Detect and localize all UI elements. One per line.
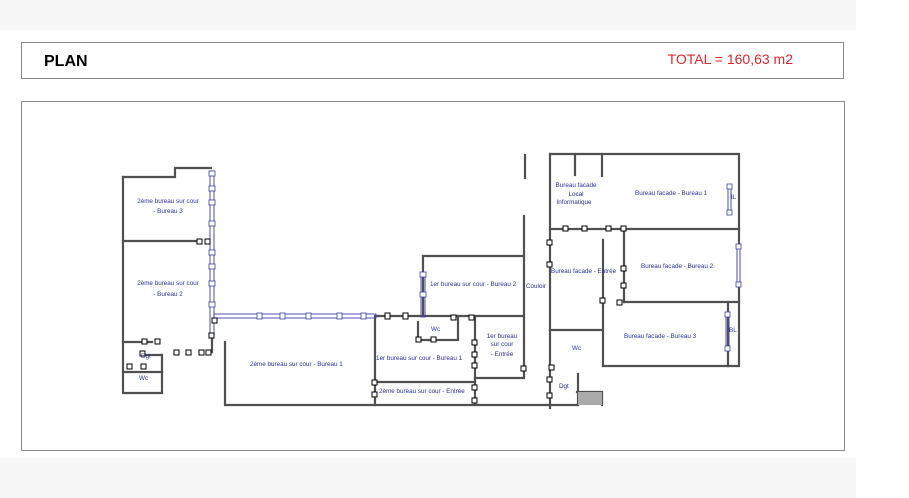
label-dgt-right: Dgt — [559, 383, 569, 390]
bottom-band — [0, 458, 856, 498]
room-labels: 2ème bureau sur cour - Bureau 3 2ème bur… — [137, 182, 737, 395]
label-wc-right: Wc — [572, 345, 581, 352]
label-bureau3-line1: 2ème bureau sur cour — [137, 198, 199, 205]
label-entree-cour1-line3: - Entrée — [491, 351, 514, 358]
label-couloir: Couloir — [526, 283, 546, 290]
label-local-info-line3: Informatique — [556, 199, 591, 206]
label-facade-b2: Bureau facade - Bureau 2 — [641, 263, 714, 270]
label-bureau2-line1: 2ème bureau sur cour — [137, 280, 199, 287]
label-dgt-left: Dgt — [141, 353, 151, 360]
shaft-block — [578, 392, 602, 405]
label-bureau3-line2: - Bureau 3 — [153, 208, 183, 215]
label-facade-b3: Bureau facade - Bureau 3 — [624, 333, 697, 340]
label-entree-cour2: 2ème bureau sur cour - Entrée — [379, 388, 465, 395]
plan-title: PLAN — [44, 53, 88, 70]
label-entree-cour1-line2: sur cour — [491, 341, 514, 348]
total-area: TOTAL = 160,63 m2 — [667, 51, 793, 67]
label-local-info-line2: Local — [568, 191, 583, 198]
top-band — [0, 0, 856, 30]
plan-header: PLAN TOTAL = 160,63 m2 — [21, 42, 844, 79]
label-facade-entree: Bureau facade - Entrée — [551, 268, 617, 275]
doors — [126, 225, 627, 404]
label-wc-mid: Wc — [431, 326, 440, 333]
label-facade-b1: Bureau facade - Bureau 1 — [635, 190, 708, 197]
label-wc-left: Wc — [139, 375, 148, 382]
label-il: IL — [731, 194, 737, 201]
label-bureau2-cour1: 1er bureau sur cour - Bureau 2 — [430, 281, 517, 288]
label-local-info-line1: Bureau facade — [556, 182, 597, 189]
label-bureau1-cour2: 2ème bureau sur cour - Bureau 1 — [250, 361, 343, 368]
window-nodes — [208, 170, 742, 352]
label-bl: BL — [729, 327, 737, 334]
label-bureau1-cour1: 1er bureau sur cour - Bureau 1 — [376, 355, 463, 362]
label-entree-cour1-line1: 1er bureau — [487, 333, 518, 340]
label-bureau2-line2: - Bureau 2 — [153, 291, 183, 298]
